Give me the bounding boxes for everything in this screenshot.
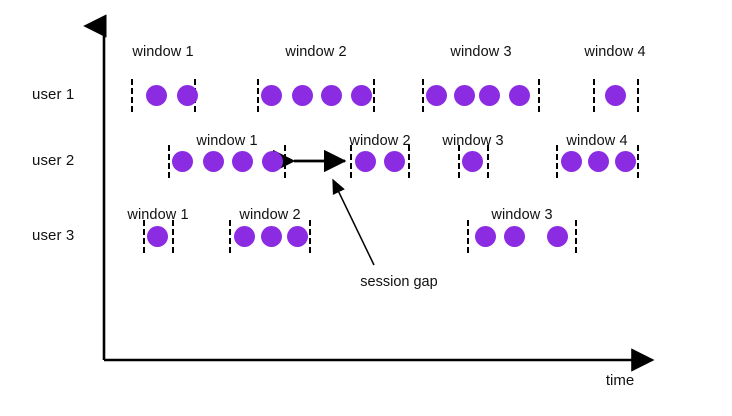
event-dot [561,151,582,172]
window-label: window 1 [196,133,258,149]
window-label: window 4 [584,44,646,60]
session-gap-label: session gap [360,274,438,290]
event-dot [426,85,447,106]
event-dot [146,85,167,106]
window-box [458,145,489,178]
x-axis-label: time [605,372,635,389]
window-box [556,145,639,178]
window-label: window 1 [127,207,189,223]
event-dot [588,151,609,172]
event-dot [509,85,530,106]
window-box [143,220,174,253]
event-dot [547,226,568,247]
event-dot [479,85,500,106]
session-gap-pointer-line [332,178,375,266]
event-dot [262,151,283,172]
window-box [350,145,410,178]
row-label-user-2: user 2 [32,152,75,169]
window-label: window 3 [450,44,512,60]
window-box [168,145,286,178]
event-dot [321,85,342,106]
event-dot [462,151,483,172]
window-box [467,220,577,253]
event-dot [615,151,636,172]
window-label: window 2 [349,133,411,149]
event-dot [234,226,255,247]
event-dot [475,226,496,247]
event-dot [261,85,282,106]
event-dot [232,151,253,172]
event-dot [172,151,193,172]
window-label: window 2 [239,207,301,223]
event-dot [384,151,405,172]
event-dot [351,85,372,106]
window-box [229,220,311,253]
row-label-user-1: user 1 [32,86,75,103]
event-dot [147,226,168,247]
event-dot [287,226,308,247]
event-dot [203,151,224,172]
event-dot [177,85,198,106]
window-box [422,79,540,112]
row-label-user-3: user 3 [32,227,75,244]
window-box [257,79,375,112]
event-dot [454,85,475,106]
window-label: window 4 [566,133,628,149]
window-label: window 2 [285,44,347,60]
event-dot [292,85,313,106]
event-dot [355,151,376,172]
event-dot [261,226,282,247]
event-dot [605,85,626,106]
window-label: window 1 [132,44,194,60]
window-box [593,79,639,112]
window-label: window 3 [491,207,553,223]
event-dot [504,226,525,247]
